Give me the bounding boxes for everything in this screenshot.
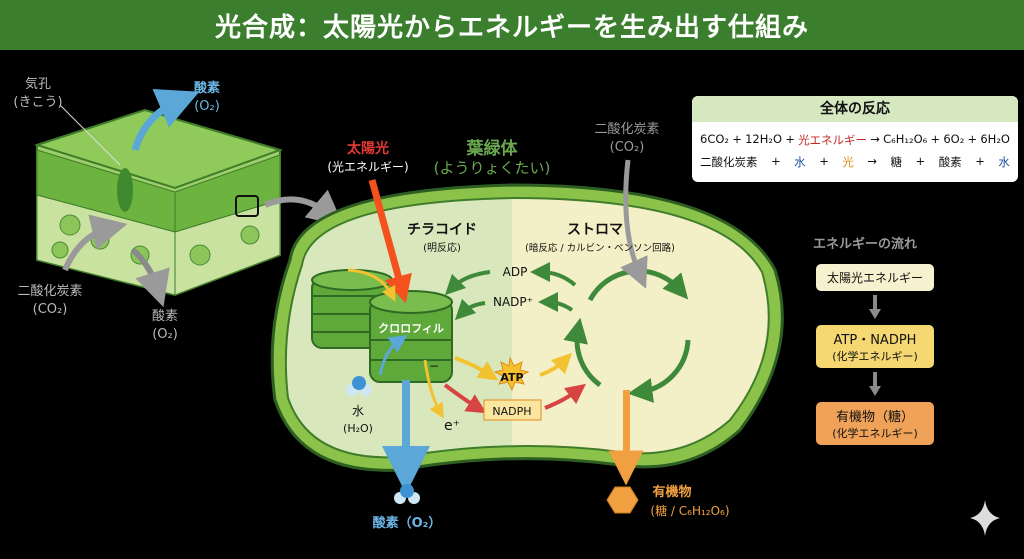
chloroplast-co2-formula: (CO₂) (610, 140, 645, 155)
chloroplast-title: 葉緑体 (466, 138, 519, 159)
thylakoid-sub: (明反応) (423, 241, 461, 254)
energy-step-label: 有機物（糖） (835, 410, 914, 425)
zoom-region-box (235, 195, 259, 217)
energy-step-sub: (化学エネルギー) (832, 427, 918, 440)
down-arrow-icon (869, 295, 881, 319)
formula-arrow: → (870, 132, 880, 146)
oxygen-out-label: 酸素（O₂） (373, 515, 442, 531)
sparkle-icon (970, 500, 1000, 536)
energy-step-sunlight: 太陽光エネルギー (816, 264, 934, 291)
word-op: + (771, 154, 781, 168)
stroma-sub: (暗反応 / カルビン・ベンソン回路) (525, 242, 675, 254)
formula-term: 6O₂ (943, 132, 965, 146)
electron-label: e⁺ (444, 418, 460, 434)
energy-flow: エネルギーの流れ 太陽光エネルギー ATP・NADPH (化学エネルギー) 有機… (800, 233, 950, 445)
chloroplast-co2-label: 二酸化炭素 (594, 122, 659, 137)
energy-flow-title: エネルギーの流れ (812, 237, 917, 252)
sunlight-arrow (368, 179, 412, 304)
leaf-co2-label: 二酸化炭素 (17, 284, 82, 299)
nadph-box (483, 399, 542, 421)
formula-term: C₆H₁₂O₆ (883, 132, 928, 146)
oxygen-bottom-formula: (O₂) (152, 327, 178, 342)
energy-step-label: 太陽光エネルギー (826, 271, 923, 285)
nadp-label: NADP⁺ (493, 295, 533, 309)
down-arrow-icon (869, 372, 881, 396)
oxygen-top-formula: (O₂) (194, 99, 220, 114)
energy-step-sub: (化学エネルギー) (832, 350, 918, 363)
energy-step-organic: 有機物（糖） (化学エネルギー) (816, 402, 934, 445)
formula-term: 6CO₂ (700, 132, 730, 146)
stoma-reading: (きこう) (13, 95, 62, 110)
formula-term: 12H₂O (745, 132, 783, 146)
word-term: 酸素 (938, 155, 962, 169)
formula-op: + (732, 132, 742, 146)
leaf-co2-formula: (CO₂) (33, 302, 68, 317)
water-molecule-icon (346, 376, 372, 396)
sunlight-sub: (光エネルギー) (327, 160, 408, 174)
thylakoid-stack (311, 269, 453, 383)
adp-label: ADP (503, 265, 528, 279)
word-op: + (975, 154, 985, 168)
energy-step-atp-nadph: ATP・NADPH (化学エネルギー) (816, 325, 934, 368)
page-title: 光合成：太陽光からエネルギーを生み出す仕組み (214, 12, 809, 43)
word-op: + (915, 154, 926, 168)
word-term: 水 (794, 155, 806, 169)
atp-burst-icon (493, 356, 530, 392)
sunlight-label: 太陽光 (347, 140, 389, 157)
formula-op: + (930, 132, 941, 146)
word-op: + (819, 154, 829, 168)
formula-term: 6H₂O (980, 132, 1010, 146)
leaf-cross-section (33, 88, 344, 308)
atp-label: ATP (500, 371, 523, 384)
oxygen-molecule-icon (394, 484, 420, 504)
formula-term: 光エネルギー (798, 133, 868, 147)
word-term: 糖 (890, 155, 903, 169)
sugar-hexagon-icon (606, 486, 639, 514)
organic-label: 有機物 (652, 484, 691, 500)
oxygen-top-label: 酸素 (194, 80, 220, 96)
overall-reaction-title: 全体の反応 (692, 96, 1018, 122)
word-term: 光 (842, 155, 854, 169)
energy-step-label: ATP・NADPH (833, 333, 917, 348)
thylakoid-label: チラコイド (407, 222, 477, 238)
title-bar: 光合成：太陽光からエネルギーを生み出す仕組み (0, 0, 1024, 50)
formula-op: + (967, 132, 978, 146)
chloroplast-reading: (ようりょくたい) (434, 159, 551, 177)
word-arrow: → (867, 154, 877, 168)
water-label: 水 (352, 404, 364, 418)
organic-sub: (糖 / C₆H₁₂O₆) (650, 503, 729, 518)
stroma-label: ストロマ (567, 222, 623, 238)
overall-reaction-box: 全体の反応 6CO₂ + 12H₂O + 光エネルギー → C₆H₁₂O₆ + … (692, 96, 1018, 182)
reaction-words: 二酸化炭素 + 水 + 光 → 糖 + 酸素 + 水 (692, 154, 1018, 170)
oxygen-bottom-label: 酸素 (152, 309, 178, 324)
nadph-label: NADPH (492, 405, 531, 418)
electron-minus: − (429, 359, 439, 373)
word-term: 二酸化炭素 (700, 155, 758, 169)
word-term: 水 (998, 155, 1010, 169)
chlorophyll-label: クロロフィル (378, 322, 444, 335)
formula-op: + (785, 132, 795, 146)
stoma-label: 気孔 (25, 76, 51, 92)
water-formula: (H₂O) (343, 422, 373, 435)
reaction-formula: 6CO₂ + 12H₂O + 光エネルギー → C₆H₁₂O₆ + 6O₂ + … (692, 132, 1018, 148)
